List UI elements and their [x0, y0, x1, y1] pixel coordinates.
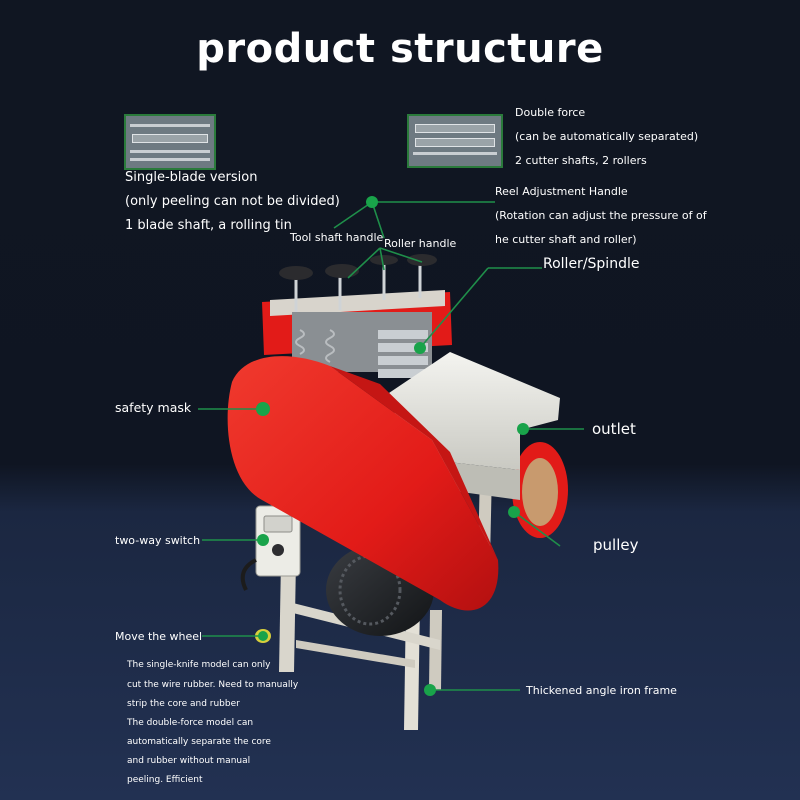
note-line-6: and rubber without manual	[127, 756, 251, 766]
double-force-line-2: (can be automatically separated)	[515, 130, 699, 143]
single-blade-line-2: (only peeling can not be divided)	[125, 194, 340, 209]
note-line-1: The single-knife model can only	[127, 660, 271, 670]
reel-handle-line-3: he cutter shaft and roller)	[495, 233, 637, 246]
pointer-dots	[256, 196, 529, 696]
label-move-the-wheel: Move the wheel	[115, 630, 203, 643]
label-pulley: pulley	[593, 536, 639, 554]
label-two-way-switch: two-way switch	[115, 534, 201, 547]
leader-lines	[198, 201, 584, 691]
reel-handle-line-2: (Rotation can adjust the pressure of of	[495, 209, 707, 222]
note-line-3: strip the core and rubber	[127, 699, 240, 709]
label-angle-iron-frame: Thickened angle iron frame	[526, 684, 677, 697]
note-line-5: automatically separate the core	[127, 737, 271, 747]
label-tool-shaft-handle: Tool shaft handle	[290, 231, 384, 244]
label-outlet: outlet	[592, 420, 636, 438]
double-force-thumbnail	[407, 114, 503, 168]
switch-box	[240, 505, 301, 591]
pulley-wheel	[512, 442, 568, 538]
note-line-4: The double-force model can	[127, 718, 254, 728]
top-mechanism	[262, 254, 452, 378]
page-title: product structure	[196, 26, 604, 72]
label-roller-handle: Roller handle	[384, 237, 457, 250]
single-blade-line-1: Single-blade version	[125, 170, 258, 185]
label-safety-mask: safety mask	[115, 400, 192, 415]
label-roller-spindle: Roller/Spindle	[543, 256, 640, 272]
note-line-7: peeling. Efficient	[127, 775, 203, 785]
note-line-2: cut the wire rubber. Need to manually	[127, 680, 299, 690]
double-force-line-1: Double force	[515, 106, 586, 119]
single-blade-line-3: 1 blade shaft, a rolling tin	[125, 218, 292, 233]
double-force-line-3: 2 cutter shafts, 2 rollers	[515, 154, 647, 167]
red-safety-guard	[227, 356, 499, 611]
reel-handle-line-1: Reel Adjustment Handle	[495, 185, 628, 198]
single-blade-thumbnail	[124, 114, 216, 170]
